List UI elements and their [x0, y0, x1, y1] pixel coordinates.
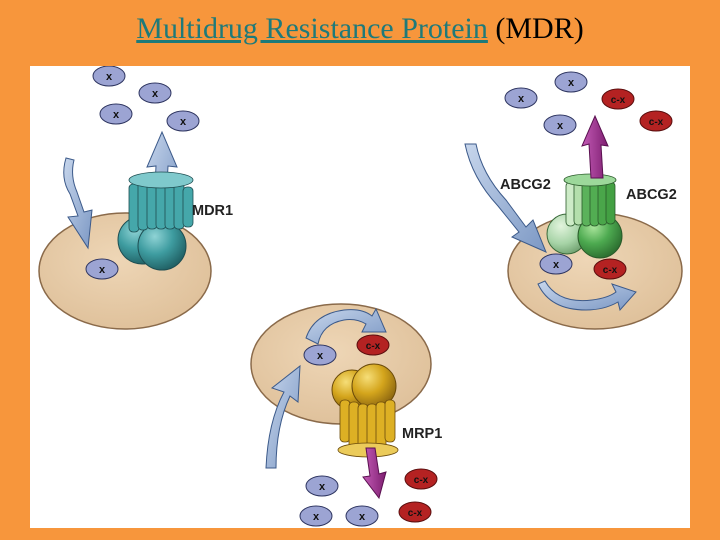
conjugate-molecule-label: c-x [408, 508, 423, 519]
recycle-arrow-right [537, 280, 637, 312]
abcg2-transporter [546, 173, 623, 259]
mrp1-transporter [331, 363, 399, 458]
influx-arrow-left [63, 157, 93, 250]
label-abcg2-left: ABCG2 [500, 177, 551, 193]
title-suffix: (MDR) [487, 12, 584, 45]
label-mrp1: MRP1 [402, 426, 442, 442]
drug-molecule-label: x [359, 511, 366, 523]
drug-molecule: x [554, 71, 588, 93]
mdr-diagram: MDR1 ABCG2 ABCG2 MRP1 x x x x x x x x x x x x x c-x c-… [38, 66, 683, 527]
recycle-arrow-center [305, 307, 387, 345]
drug-molecule: x [85, 258, 119, 280]
drug-molecule-label: x [518, 93, 525, 105]
drug-molecule: x [299, 505, 333, 527]
drug-molecule: x [543, 114, 577, 136]
drug-molecule: x [99, 103, 133, 125]
drug-molecule-label: x [113, 109, 120, 121]
conjugate-molecule: c-x [398, 501, 432, 523]
conjugate-molecule-label: c-x [649, 117, 664, 128]
drug-molecule-label: x [557, 120, 564, 132]
label-mdr1: MDR1 [192, 203, 233, 219]
mdr1-transporter [117, 171, 194, 271]
conjugate-molecule: c-x [601, 88, 635, 110]
conjugate-molecule: c-x [356, 334, 390, 356]
drug-molecule-label: x [553, 259, 560, 271]
drug-molecule: x [539, 253, 573, 275]
conjugate-molecule: c-x [404, 468, 438, 490]
influx-arrow-right [464, 143, 547, 253]
drug-molecule-label: x [152, 88, 159, 100]
influx-arrow-center [265, 364, 301, 469]
conjugate-molecule: c-x [593, 258, 627, 280]
drug-molecule: x [504, 87, 538, 109]
conjugate-molecule-label: c-x [603, 265, 618, 276]
title-link[interactable]: Multidrug Resistance Protein [136, 12, 488, 45]
drug-molecule: x [303, 344, 337, 366]
drug-molecule-label: x [317, 350, 324, 362]
drug-molecule: x [305, 475, 339, 497]
label-abcg2-right: ABCG2 [626, 187, 677, 203]
efflux-arrow-mrp1 [362, 447, 387, 500]
drug-molecule: x [92, 66, 126, 87]
drug-molecule: x [345, 505, 379, 527]
drug-molecule-label: x [568, 77, 575, 89]
drug-molecule: x [166, 110, 200, 132]
drug-molecule: x [138, 82, 172, 104]
conjugate-molecule-label: c-x [414, 475, 429, 486]
conjugate-molecule-label: c-x [366, 341, 381, 352]
conjugate-molecule: c-x [639, 110, 673, 132]
slide-title: Multidrug Resistance Protein (MDR) [0, 12, 720, 46]
drug-molecule-label: x [180, 116, 187, 128]
efflux-arrow-abcg2 [581, 114, 609, 179]
conjugate-molecule-label: c-x [611, 95, 626, 106]
drug-molecule-label: x [106, 71, 113, 83]
drug-molecule-label: x [313, 511, 320, 523]
drug-molecule-label: x [319, 481, 326, 493]
diagram-panel: MDR1 ABCG2 ABCG2 MRP1 x x x x x x x x x x x x x c-x c-… [30, 66, 690, 528]
drug-molecule-label: x [99, 264, 106, 276]
